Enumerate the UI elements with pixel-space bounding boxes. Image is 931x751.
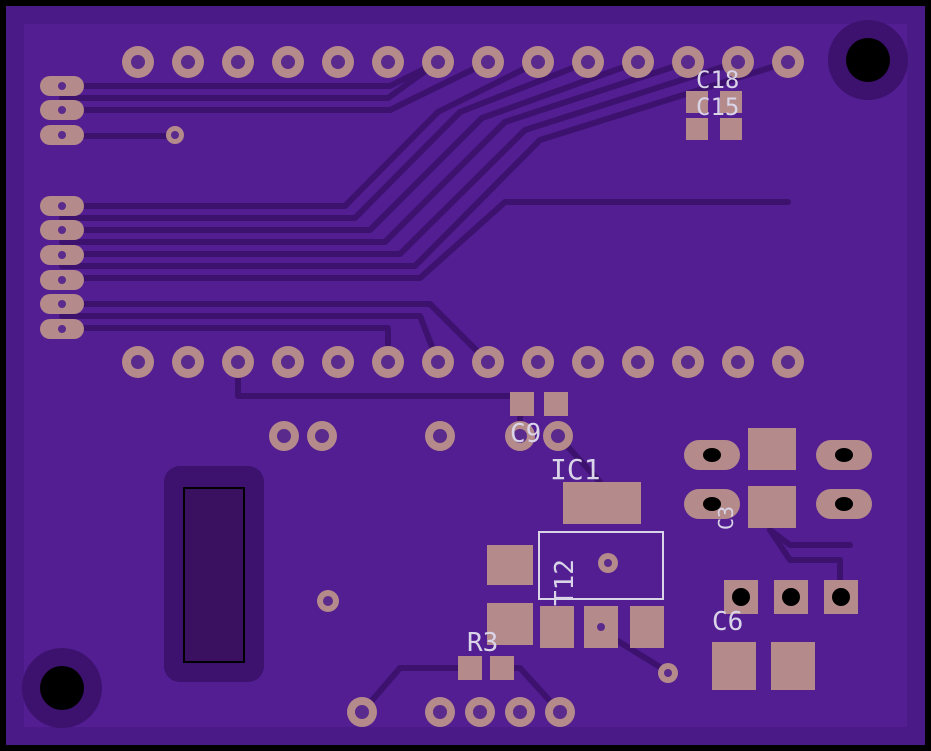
t12-silkscreen-outline — [538, 531, 664, 600]
label-c6: C6 — [712, 607, 743, 637]
smd-pads-r3 — [458, 656, 514, 680]
mid-through-holes — [269, 421, 573, 451]
large-component-outline — [183, 487, 245, 663]
bottom-through-holes — [347, 697, 575, 727]
right-oval-pads — [684, 440, 872, 519]
smd-pads-c18-c15 — [686, 91, 742, 140]
label-ic1: IC1 — [550, 453, 601, 486]
mounting-hole-bottom-left — [40, 666, 84, 710]
smd-pads-c6 — [712, 642, 815, 690]
label-c18: C18 — [696, 66, 739, 94]
label-c15: C15 — [696, 93, 739, 121]
label-c9: C9 — [510, 419, 541, 449]
three-pin-header — [724, 580, 858, 614]
copper-pour — [24, 24, 907, 727]
vias — [166, 126, 678, 683]
header-bottom-pins — [122, 346, 804, 378]
mounting-hole-top-right — [846, 38, 890, 82]
left-connector-pads — [40, 76, 84, 339]
label-r3: R3 — [467, 628, 498, 658]
header-top-pins — [122, 46, 804, 78]
smd-pads-c9 — [510, 392, 568, 416]
smd-pads-c3 — [748, 428, 796, 528]
label-c3: C3 — [714, 506, 738, 530]
t12-via — [597, 623, 605, 631]
label-t12: T12 — [550, 559, 580, 606]
